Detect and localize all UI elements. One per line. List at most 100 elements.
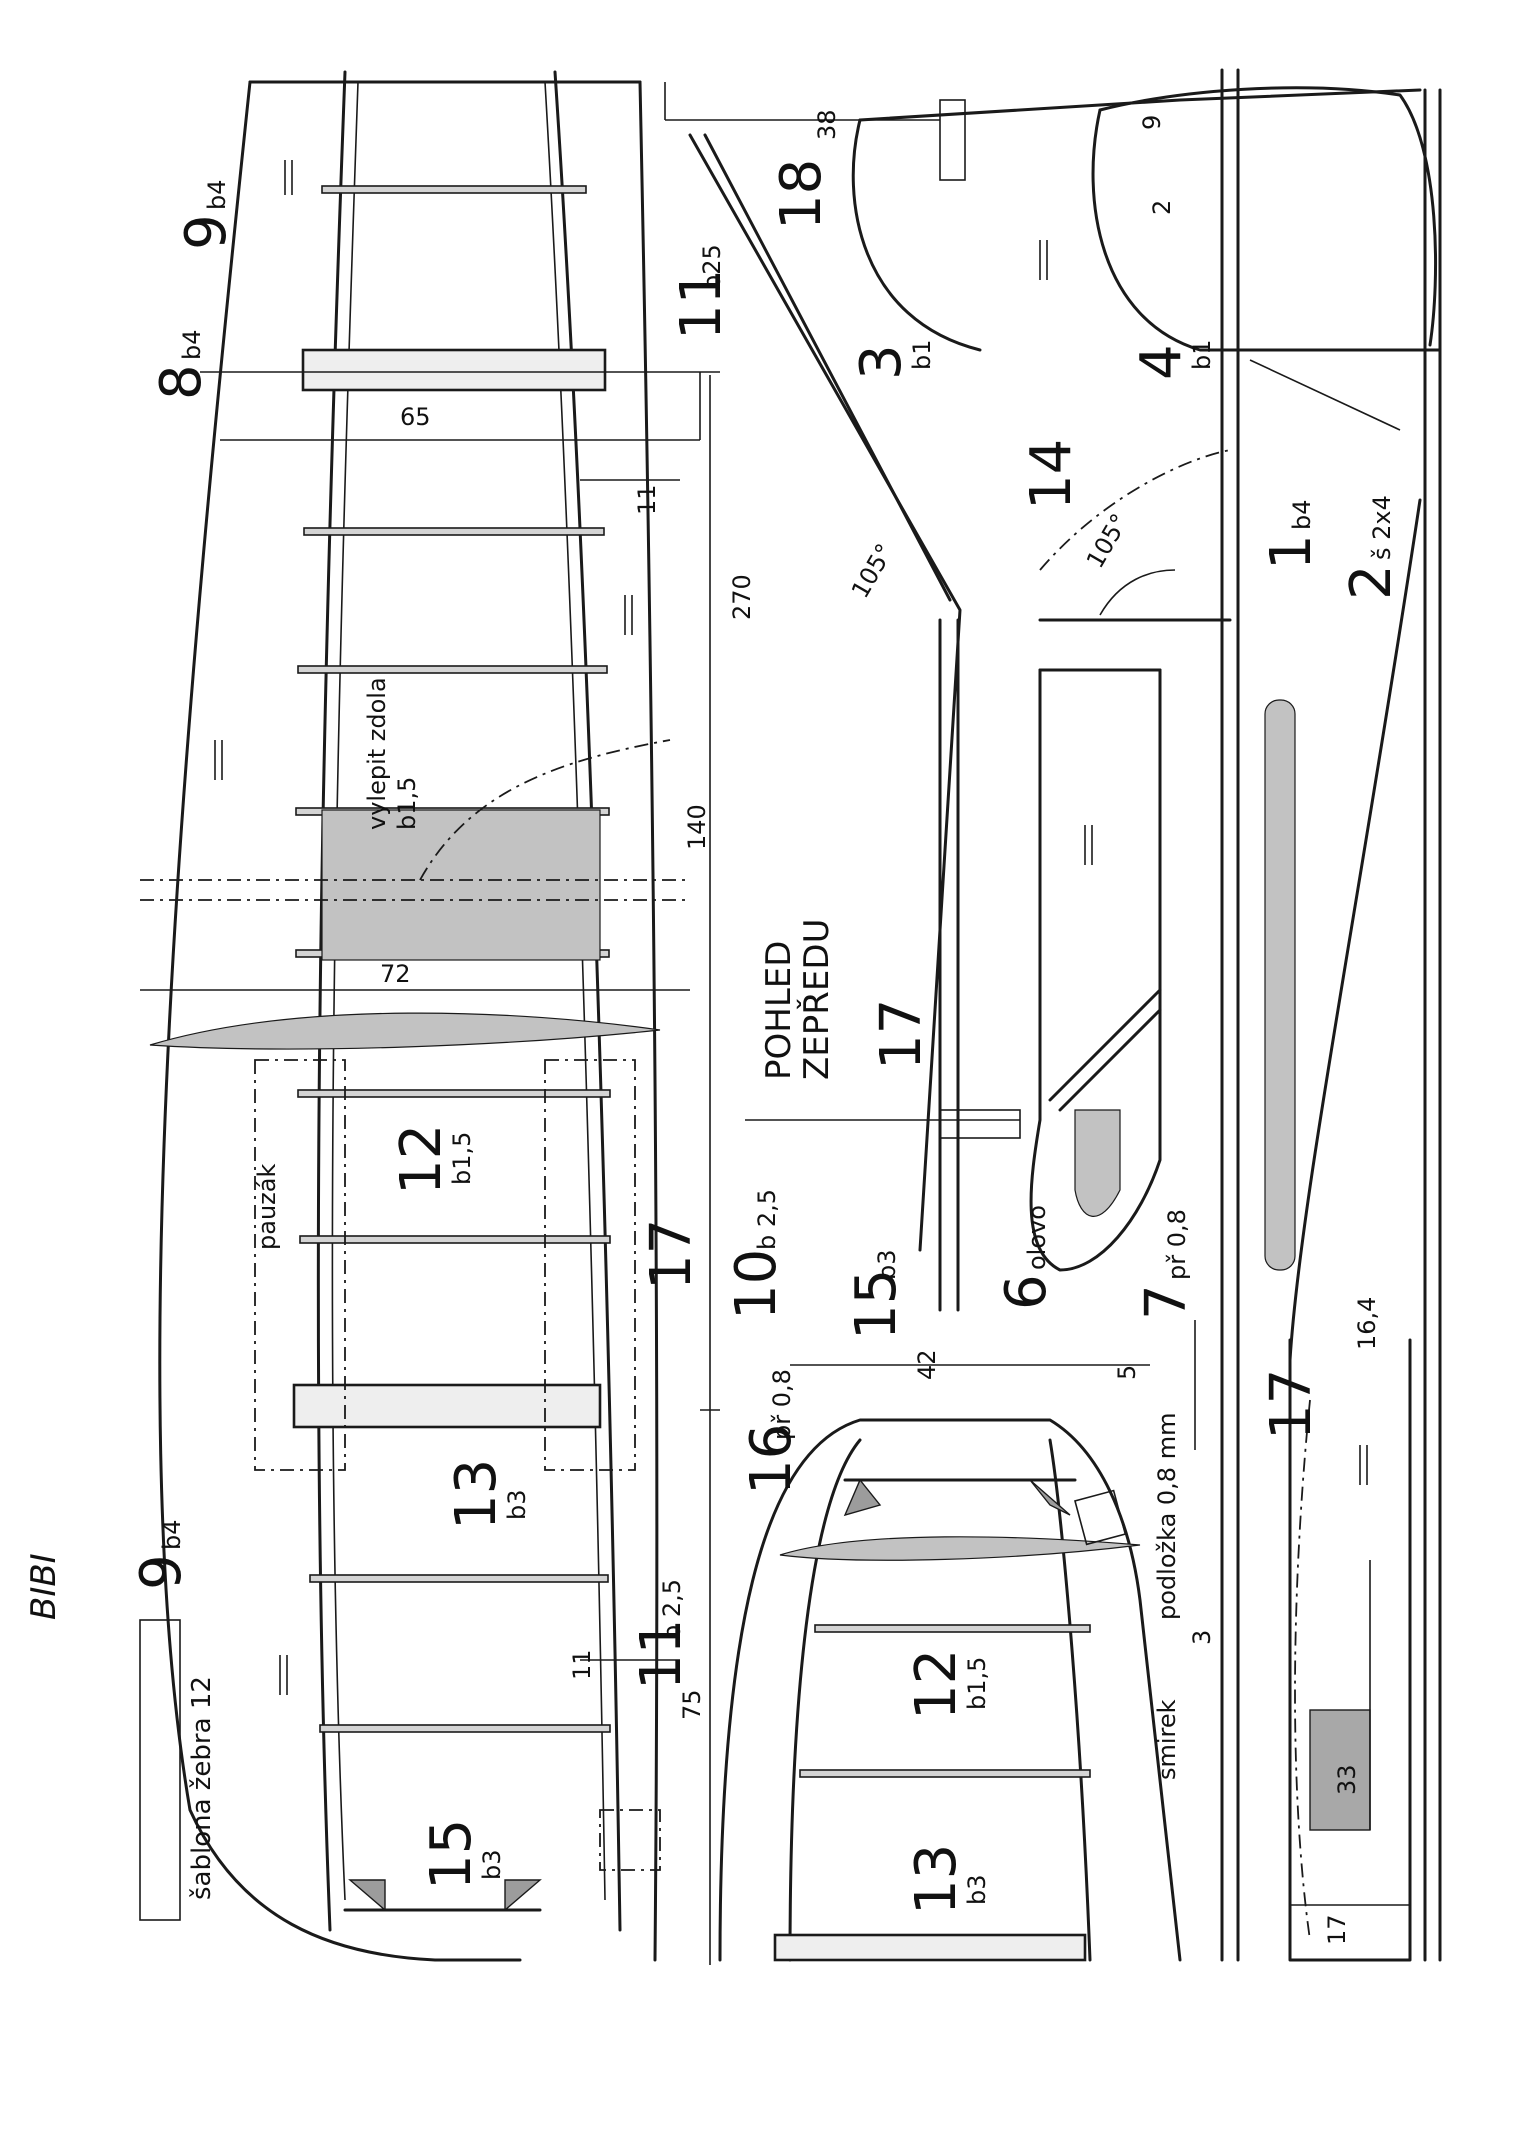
part-label-16: 16 př 0,8: [739, 1369, 804, 1495]
handwritten-code-text: BIBI: [24, 1553, 64, 1620]
dim-42: 42: [913, 1349, 941, 1380]
dim-5: 5: [1113, 1365, 1141, 1380]
note-glue-thickness: b1,5: [393, 777, 421, 830]
dim-65: 65: [400, 403, 431, 431]
part-label-11-bottom: 11 b 2,5: [629, 1579, 694, 1690]
front-view-caption: POHLED ZEPŘEDU: [759, 919, 837, 1080]
template-strip: [139, 1619, 181, 1921]
wingtip-gussets: [343, 1879, 542, 1912]
template-caption: šablona žebra 12: [187, 1676, 217, 1900]
note-sandpaper-text: smirek: [1153, 1699, 1181, 1780]
stabilizer-half: [851, 86, 1442, 431]
svg-text:b1,5: b1,5: [963, 1657, 991, 1710]
note-shim: podložka 0,8 mm: [1153, 1413, 1181, 1620]
svg-text:12: 12: [389, 1124, 454, 1195]
tracing-paper-template-outline: [254, 1059, 661, 1871]
svg-text:př 0,8: př 0,8: [768, 1369, 796, 1440]
part-label-8: 8 b4: [149, 329, 214, 400]
part-label-15-wing: 15 b3: [419, 1819, 506, 1890]
long-boom: [1220, 68, 1442, 1962]
fin-diagonal: [664, 82, 1021, 1312]
svg-text:15: 15: [419, 1819, 484, 1890]
svg-text:16: 16: [739, 1424, 804, 1495]
svg-text:b4: b4: [203, 179, 231, 210]
part-label-1: 1 b4: [1259, 499, 1324, 570]
part-label-10: 10 b 2,5: [724, 1189, 789, 1320]
svg-text:8: 8: [149, 364, 214, 400]
svg-text:b 2,5: b 2,5: [658, 1579, 686, 1640]
part-label-12-tail: 12 b1,5: [904, 1649, 991, 1720]
part-label-13-wing: 13 b3: [444, 1459, 531, 1530]
part-label-13-tail: 13 b3: [904, 1844, 991, 1915]
handwritten-code: BIBI: [24, 1553, 64, 1620]
wing-centerline: [140, 879, 690, 901]
dimension-lines: [140, 371, 1196, 1965]
dim-105-b: 105°: [1081, 509, 1134, 573]
part-label-4: 4 b1: [1129, 339, 1216, 380]
svg-text:š 2x4: š 2x4: [1368, 495, 1396, 560]
part-label-2: 2 š 2x4: [1339, 495, 1404, 600]
dim-75: 75: [678, 1689, 706, 1720]
svg-text:b4: b4: [1288, 499, 1316, 530]
svg-text:b3: b3: [478, 1849, 506, 1880]
svg-text:11: 11: [669, 269, 734, 340]
front-view-line2: ZEPŘEDU: [796, 919, 837, 1080]
part-label-17-center: 17: [869, 999, 934, 1070]
svg-text:17: 17: [1259, 1369, 1324, 1440]
part-label-14: 14: [1019, 439, 1084, 510]
part-label-3: 3 b1: [849, 339, 936, 380]
svg-text:9: 9: [174, 214, 239, 250]
svg-text:10: 10: [724, 1249, 789, 1320]
part-labels: 1 b4 2 š 2x4 3 b1 4 b1 6 olovo 7 př 0,8 …: [129, 159, 1404, 1915]
part-label-7: 7 př 0,8: [1134, 1209, 1199, 1320]
tailplane: [718, 1364, 1182, 1962]
note-shim-text: podložka 0,8 mm: [1153, 1413, 1181, 1620]
part-label-17-top-fin: 17: [639, 1219, 704, 1290]
svg-text:b3: b3: [503, 1489, 531, 1520]
svg-text:3: 3: [849, 344, 914, 380]
note-tracing-paper: pauzák: [253, 1164, 281, 1250]
dim-11: 11: [633, 484, 661, 515]
svg-text:b25: b25: [698, 244, 726, 290]
svg-text:b1: b1: [908, 339, 936, 370]
part-label-12-wing: 12 b1,5: [389, 1124, 476, 1195]
dim-140: 140: [683, 804, 711, 850]
dim-270: 270: [728, 574, 756, 620]
svg-text:1: 1: [1259, 534, 1324, 570]
part-label-18: 18: [769, 159, 834, 230]
svg-text:2: 2: [1339, 564, 1404, 600]
wing-airfoil-section: [149, 1012, 661, 1050]
svg-text:9: 9: [129, 1554, 194, 1590]
svg-text:4: 4: [1129, 344, 1194, 380]
dim-11b: 11: [568, 1649, 596, 1680]
svg-text:17: 17: [639, 1219, 704, 1290]
right-strip: [1288, 1338, 1412, 1962]
dim-3: 3: [1188, 1630, 1216, 1645]
dim-9: 9: [1138, 115, 1166, 130]
svg-text:b4: b4: [178, 329, 206, 360]
part-label-17-right: 17: [1259, 1369, 1324, 1440]
dim-72: 72: [380, 960, 411, 988]
part-label-11-top: 11 b25: [669, 244, 734, 340]
svg-text:b3: b3: [873, 1249, 901, 1280]
shim-block: [1074, 1489, 1127, 1546]
part-label-15-tail: 15 b3: [844, 1249, 909, 1340]
fuselage-pod: [1029, 668, 1296, 1272]
svg-text:12: 12: [904, 1649, 969, 1720]
part-label-9-top: 9 b4: [174, 179, 239, 250]
dim-17: 17: [1323, 1914, 1351, 1945]
note-tracing-paper-text: pauzák: [253, 1164, 281, 1250]
glue-reinforcement-area: [321, 739, 671, 961]
dim-16-4: 16,4: [1353, 1297, 1381, 1350]
svg-text:13: 13: [444, 1459, 509, 1530]
svg-text:14: 14: [1019, 439, 1084, 510]
svg-text:13: 13: [904, 1844, 969, 1915]
grain-direction-marks: [214, 160, 1368, 1695]
note-glue-text: vylepit zdola: [363, 677, 391, 830]
svg-text:olovo: olovo: [1023, 1205, 1051, 1270]
note-glue: vylepit zdola b1,5: [363, 677, 421, 830]
dim-33: 33: [1333, 1764, 1361, 1795]
cut-view-14: [1038, 449, 1232, 622]
dim-2: 2: [1148, 200, 1176, 215]
